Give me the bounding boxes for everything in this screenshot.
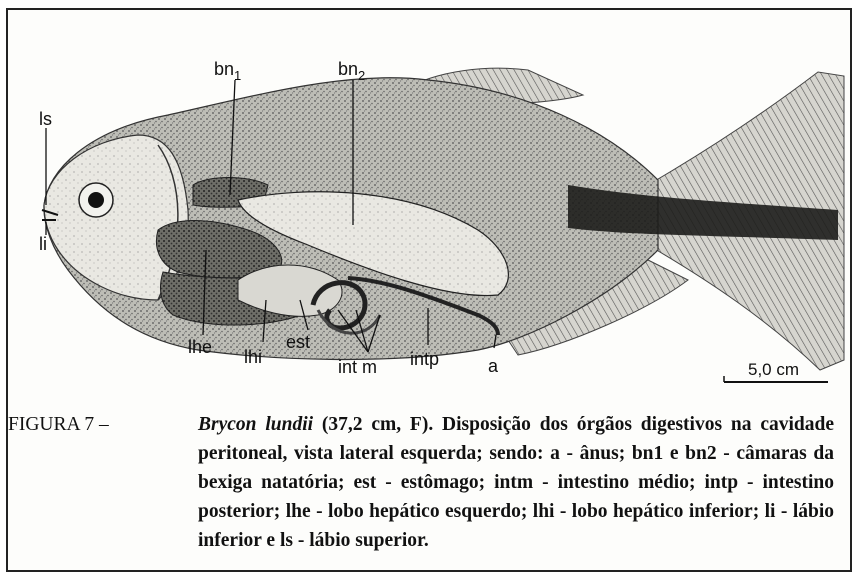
figure-caption: FIGURA 7 – Brycon lundii (37,2 cm, F). D… [198,410,834,555]
label-li: li [39,234,47,254]
label-intp: intp [410,349,439,369]
label-lhi: lhi [244,347,262,367]
caption-species: Brycon lundii [198,414,313,435]
figure-frame: ls li bn1 bn2 lhe lhi est int m intp a 5… [6,8,852,572]
label-a: a [488,356,499,376]
scale-bar-label: 5,0 cm [748,360,799,379]
label-bn1: bn1 [214,59,241,83]
caption-label: FIGURA 7 – [8,410,109,439]
fish-pupil [88,192,104,208]
label-est: est [286,332,310,352]
label-lhe: lhe [188,337,212,357]
caption-text: Brycon lundii (37,2 cm, F). Disposição d… [198,410,834,555]
fish-illustration: ls li bn1 bn2 lhe lhi est int m intp a 5… [8,10,850,400]
label-ls: ls [39,109,52,129]
label-intm: int m [338,357,377,377]
